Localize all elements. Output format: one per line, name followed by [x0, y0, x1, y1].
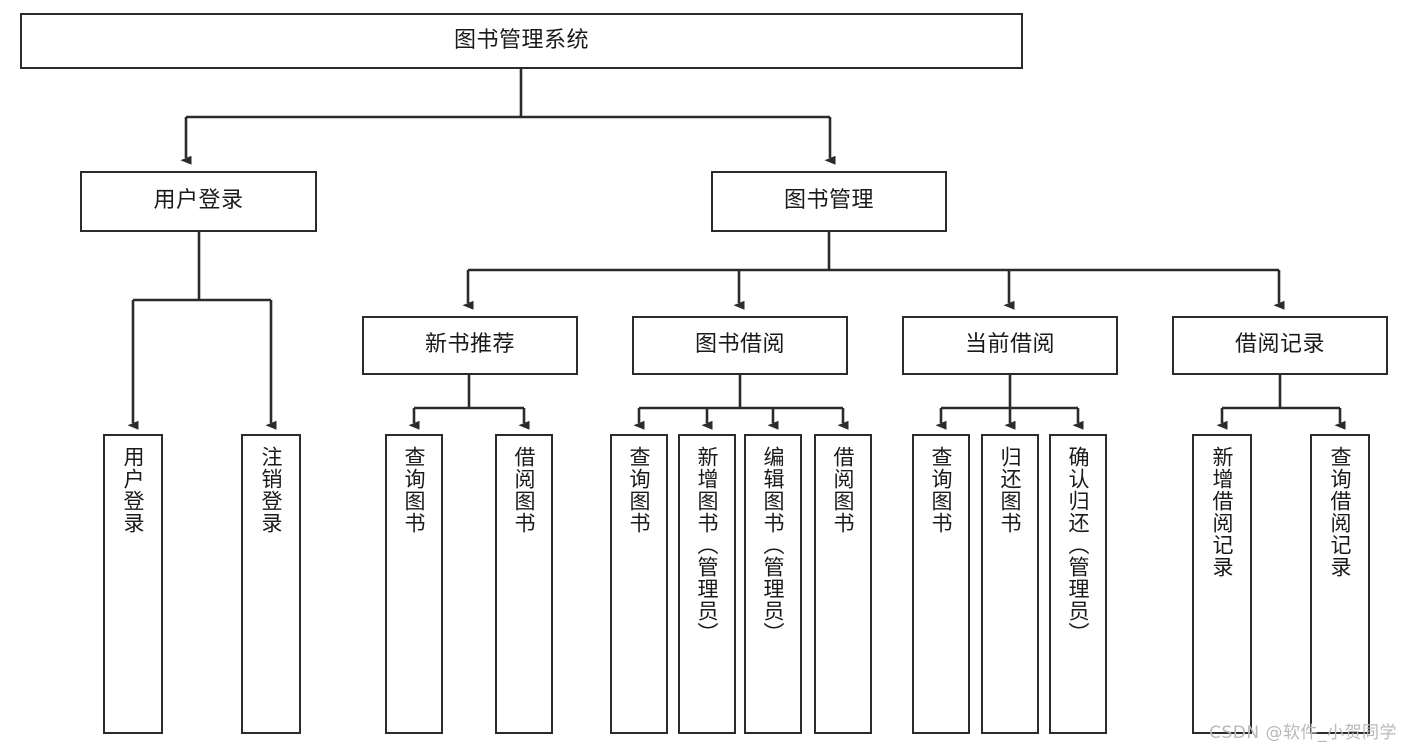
- node-leaf-query-book-1-label: 查询图书: [402, 446, 427, 534]
- node-book-management[interactable]: 图书管理: [711, 171, 947, 232]
- node-leaf-confirm-return[interactable]: 确认归还（管理员）: [1049, 434, 1107, 734]
- node-new-book-recommend-label: 新书推荐: [424, 332, 515, 358]
- node-leaf-borrow-book-2-label: 借阅图书: [831, 446, 856, 534]
- node-new-book-recommend[interactable]: 新书推荐: [362, 316, 578, 375]
- node-borrow-record[interactable]: 借阅记录: [1172, 316, 1388, 375]
- node-current-borrow[interactable]: 当前借阅: [902, 316, 1118, 375]
- csdn-watermark: CSDN @软件_小贺同学: [1209, 723, 1397, 743]
- node-book-borrow-label: 图书借阅: [694, 332, 785, 358]
- node-leaf-query-record-label: 查询借阅记录: [1328, 446, 1353, 578]
- node-leaf-query-book-2-label: 查询图书: [627, 446, 652, 534]
- node-leaf-query-record[interactable]: 查询借阅记录: [1310, 434, 1370, 734]
- node-borrow-record-label: 借阅记录: [1234, 332, 1325, 358]
- node-leaf-edit-book[interactable]: 编辑图书（管理员）: [744, 434, 802, 734]
- node-leaf-logout-login[interactable]: 注销登录: [241, 434, 301, 734]
- node-leaf-return-book[interactable]: 归还图书: [981, 434, 1039, 734]
- node-user-login-label: 用户登录: [153, 188, 244, 214]
- node-leaf-query-book-3[interactable]: 查询图书: [912, 434, 970, 734]
- node-leaf-add-book[interactable]: 新增图书（管理员）: [678, 434, 736, 734]
- node-leaf-add-record-label: 新增借阅记录: [1210, 446, 1235, 578]
- node-user-login[interactable]: 用户登录: [80, 171, 317, 232]
- node-leaf-add-record[interactable]: 新增借阅记录: [1192, 434, 1252, 734]
- node-book-borrow[interactable]: 图书借阅: [632, 316, 848, 375]
- node-root-label: 图书管理系统: [453, 27, 589, 53]
- node-root[interactable]: 图书管理系统: [20, 13, 1023, 69]
- node-leaf-edit-book-label: 编辑图书（管理员）: [761, 446, 786, 644]
- node-leaf-return-book-label: 归还图书: [998, 446, 1023, 534]
- node-leaf-borrow-book-2[interactable]: 借阅图书: [814, 434, 872, 734]
- node-leaf-user-login-label: 用户登录: [121, 446, 146, 534]
- node-leaf-query-book-1[interactable]: 查询图书: [385, 434, 443, 734]
- node-leaf-borrow-book-1[interactable]: 借阅图书: [495, 434, 553, 734]
- node-book-management-label: 图书管理: [783, 188, 874, 214]
- node-current-borrow-label: 当前借阅: [964, 332, 1055, 358]
- node-leaf-add-book-label: 新增图书（管理员）: [695, 446, 720, 644]
- node-leaf-user-login[interactable]: 用户登录: [103, 434, 163, 734]
- node-leaf-query-book-3-label: 查询图书: [929, 446, 954, 534]
- node-leaf-query-book-2[interactable]: 查询图书: [610, 434, 668, 734]
- node-leaf-logout-login-label: 注销登录: [259, 446, 284, 534]
- node-leaf-confirm-return-label: 确认归还（管理员）: [1066, 446, 1091, 644]
- node-leaf-borrow-book-1-label: 借阅图书: [512, 446, 537, 534]
